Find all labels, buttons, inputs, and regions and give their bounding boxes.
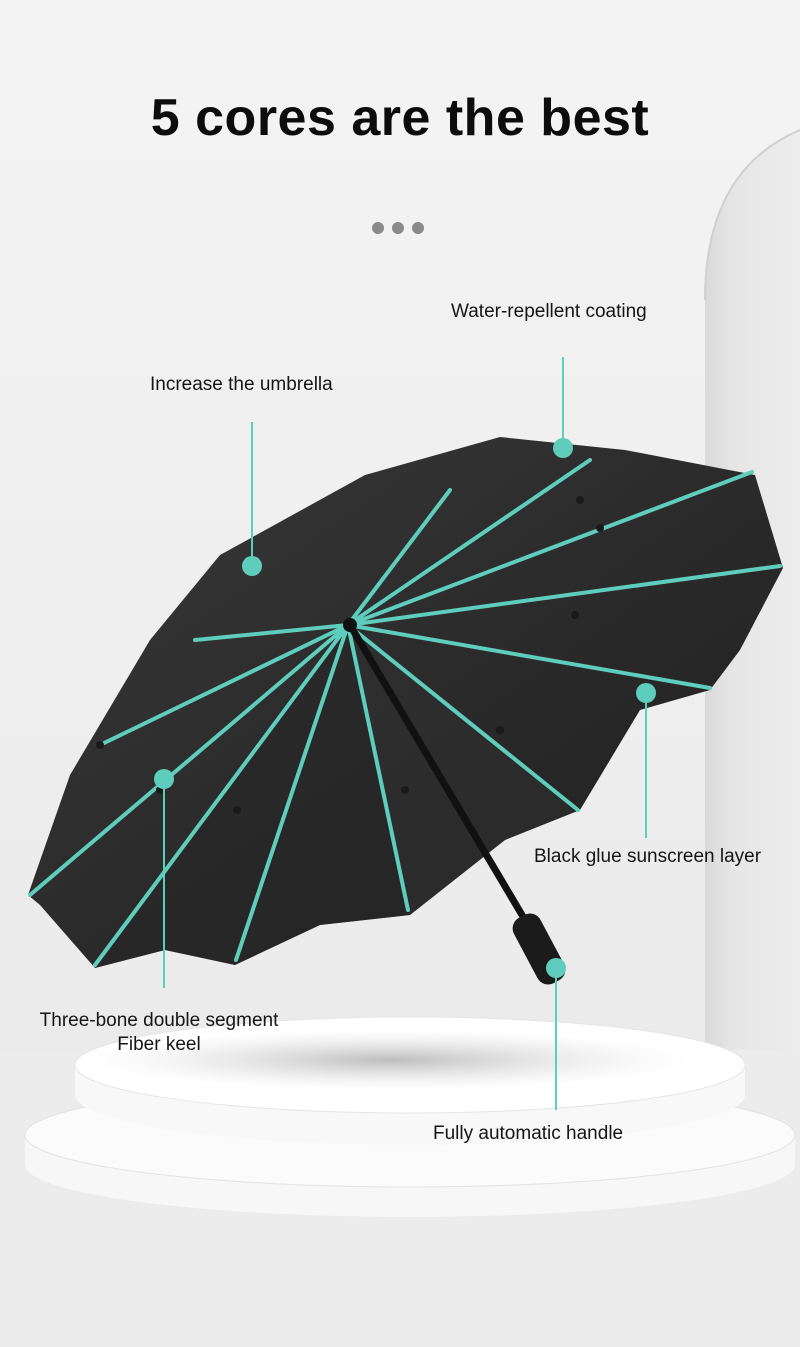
callout-fiber-keel: Three-bone double segment Fiber keel: [28, 1009, 290, 1057]
callout-handle: Fully automatic handle: [433, 1123, 624, 1144]
podium-pedestal: [24, 1016, 796, 1217]
pagination-dot: [392, 222, 404, 234]
pagination-dot: [372, 222, 384, 234]
callout-black-glue: Black glue sunscreen layer: [534, 846, 762, 867]
marker-handle: [546, 958, 566, 978]
marker-water-repellent: [553, 438, 573, 458]
marker-increase-umbrella: [242, 556, 262, 576]
marker-black-glue: [636, 683, 656, 703]
callout-fiber-keel-line2: Fiber keel: [117, 1034, 201, 1055]
callout-fiber-keel-line1: Three-bone double segment: [39, 1010, 279, 1031]
pagination-dots: [372, 222, 424, 234]
pagination-dot: [412, 222, 424, 234]
marker-fiber-keel: [154, 769, 174, 789]
callout-water-repellent: Water-repellent coating: [451, 301, 647, 322]
page-title: 5 cores are the best: [150, 89, 650, 147]
callout-increase-umbrella: Increase the umbrella: [150, 374, 333, 395]
